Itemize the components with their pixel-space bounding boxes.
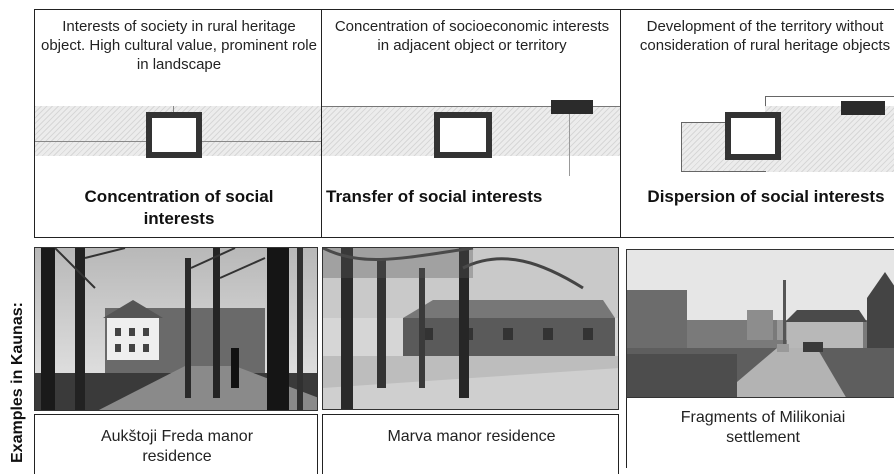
- territory-line-top: [322, 106, 620, 107]
- territory-outline: [681, 122, 766, 172]
- panel-dispersion: Development of the territory without con…: [620, 9, 894, 238]
- photo-milikoniai-settlement: [626, 249, 894, 398]
- panel-transfer: Concentration of socioeconomic interests…: [321, 9, 621, 238]
- heritage-object-square: [725, 112, 781, 160]
- heritage-object-square: [434, 112, 492, 158]
- panel-title: Transfer of social interests: [326, 187, 543, 206]
- caption-marva-manor: Marva manor residence: [387, 428, 556, 445]
- panel-concentration: Interests of society in rural heritage o…: [34, 9, 322, 238]
- territory-line-vertical: [569, 106, 570, 176]
- caption-box: Fragments of Milikoniai settlement: [626, 398, 894, 468]
- panel-description: Interests of society in rural heritage o…: [41, 18, 317, 73]
- development-block: [841, 101, 885, 115]
- photo-marva-manor: [322, 247, 619, 410]
- caption-freda-manor: Aukštoji Freda manor residence: [100, 428, 254, 465]
- photo-freda-manor: [34, 247, 318, 411]
- territory-outline: [765, 96, 894, 106]
- caption-box: Marva manor residence: [322, 414, 619, 474]
- panel-title: Dispersion of social interests: [647, 187, 885, 206]
- examples-label: Examples in Kaunas:: [9, 302, 26, 463]
- panel-description: Concentration of socioeconomic interests…: [334, 18, 610, 54]
- panel-description: Development of the territory without con…: [639, 18, 891, 54]
- caption-milikoniai-settlement: Fragments of Milikoniai settlement: [680, 409, 846, 446]
- caption-box: Aukštoji Freda manor residence: [34, 414, 318, 474]
- heritage-object-square: [146, 112, 202, 158]
- panel-title: Concentration of social interests: [84, 187, 274, 228]
- development-block: [551, 100, 593, 114]
- surrounding-territory: [765, 106, 894, 172]
